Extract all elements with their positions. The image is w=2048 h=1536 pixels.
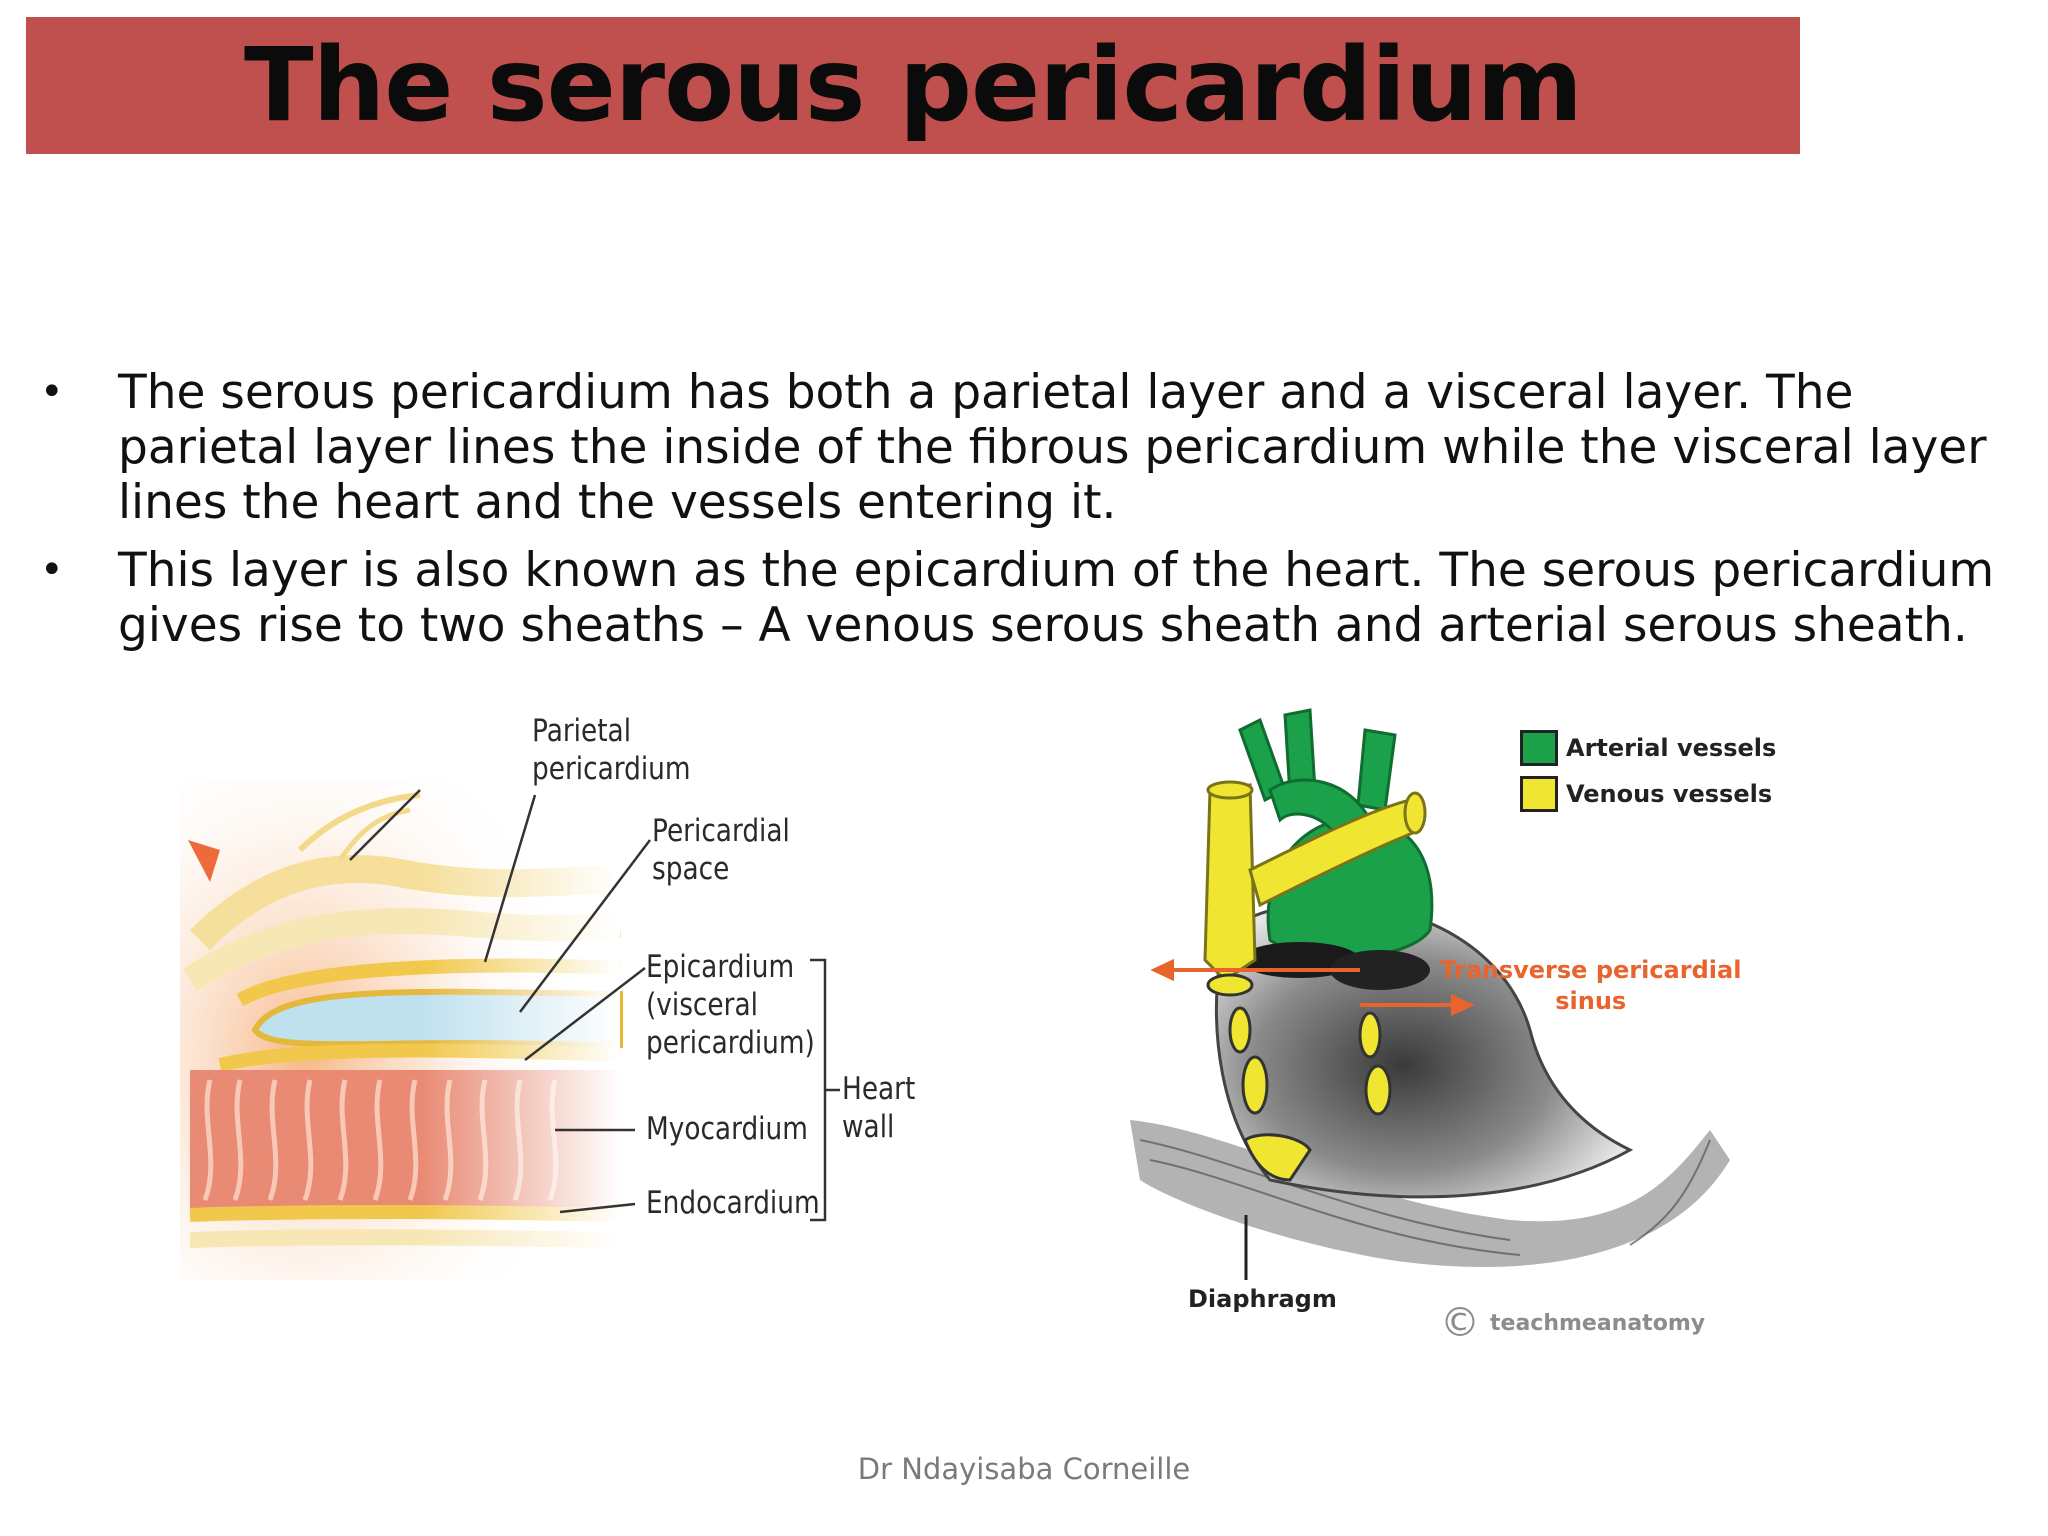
bullet-item: • The serous pericardium has both a pari…	[40, 365, 2020, 530]
bullet-text: The serous pericardium has both a pariet…	[118, 365, 1987, 530]
label-myocardium: Myocardium	[646, 1111, 808, 1147]
credit: © teachmeanatomy	[1440, 1300, 1705, 1346]
label-pericardial-space: Pericardial space	[652, 813, 790, 887]
footer-author: Dr Ndayisaba Corneille	[857, 1452, 1191, 1486]
heart-sheaths-illustration	[1130, 708, 1730, 1280]
legend-label-venous: Venous vessels	[1566, 780, 1773, 808]
label-transverse-sinus: Transverse pericardial sinus	[1440, 956, 1742, 1015]
heart-wall-illustration	[180, 780, 840, 1280]
title-bar: The serous pericardium	[26, 17, 1800, 154]
legend-label-arterial: Arterial vessels	[1566, 734, 1777, 762]
bullet-marker: •	[40, 369, 64, 415]
serous-sheaths-diagram: Arterial vessels Venous vessels Transver…	[1110, 700, 1870, 1360]
copyright-icon: ©	[1440, 1300, 1480, 1346]
bullet-text: This layer is also known as the epicardi…	[118, 543, 1995, 653]
legend-item-arterial: Arterial vessels	[1520, 730, 1776, 766]
legend-swatch-venous	[1520, 776, 1558, 812]
legend-swatch-arterial	[1520, 730, 1558, 766]
heart-wall-diagram: Parietal pericardium Pericardial space E…	[180, 700, 940, 1300]
credit-text: teachmeanatomy	[1490, 1310, 1706, 1336]
legend-item-venous: Venous vessels	[1520, 776, 1776, 812]
label-parietal-pericardium: Parietal pericardium	[532, 713, 691, 787]
bullet-list: • The serous pericardium has both a pari…	[40, 365, 2020, 666]
slide-title: The serous pericardium	[244, 26, 1583, 145]
bullet-item: • This layer is also known as the epicar…	[40, 543, 2020, 653]
label-epicardium: Epicardium (visceral pericardium)	[646, 949, 815, 1061]
label-heart-wall: Heart wall	[842, 1071, 916, 1145]
pointer-arrow-icon	[188, 840, 220, 882]
bullet-marker: •	[40, 547, 64, 593]
label-endocardium: Endocardium	[646, 1185, 820, 1221]
legend: Arterial vessels Venous vessels	[1520, 730, 1776, 812]
label-diaphragm: Diaphragm	[1188, 1285, 1337, 1313]
